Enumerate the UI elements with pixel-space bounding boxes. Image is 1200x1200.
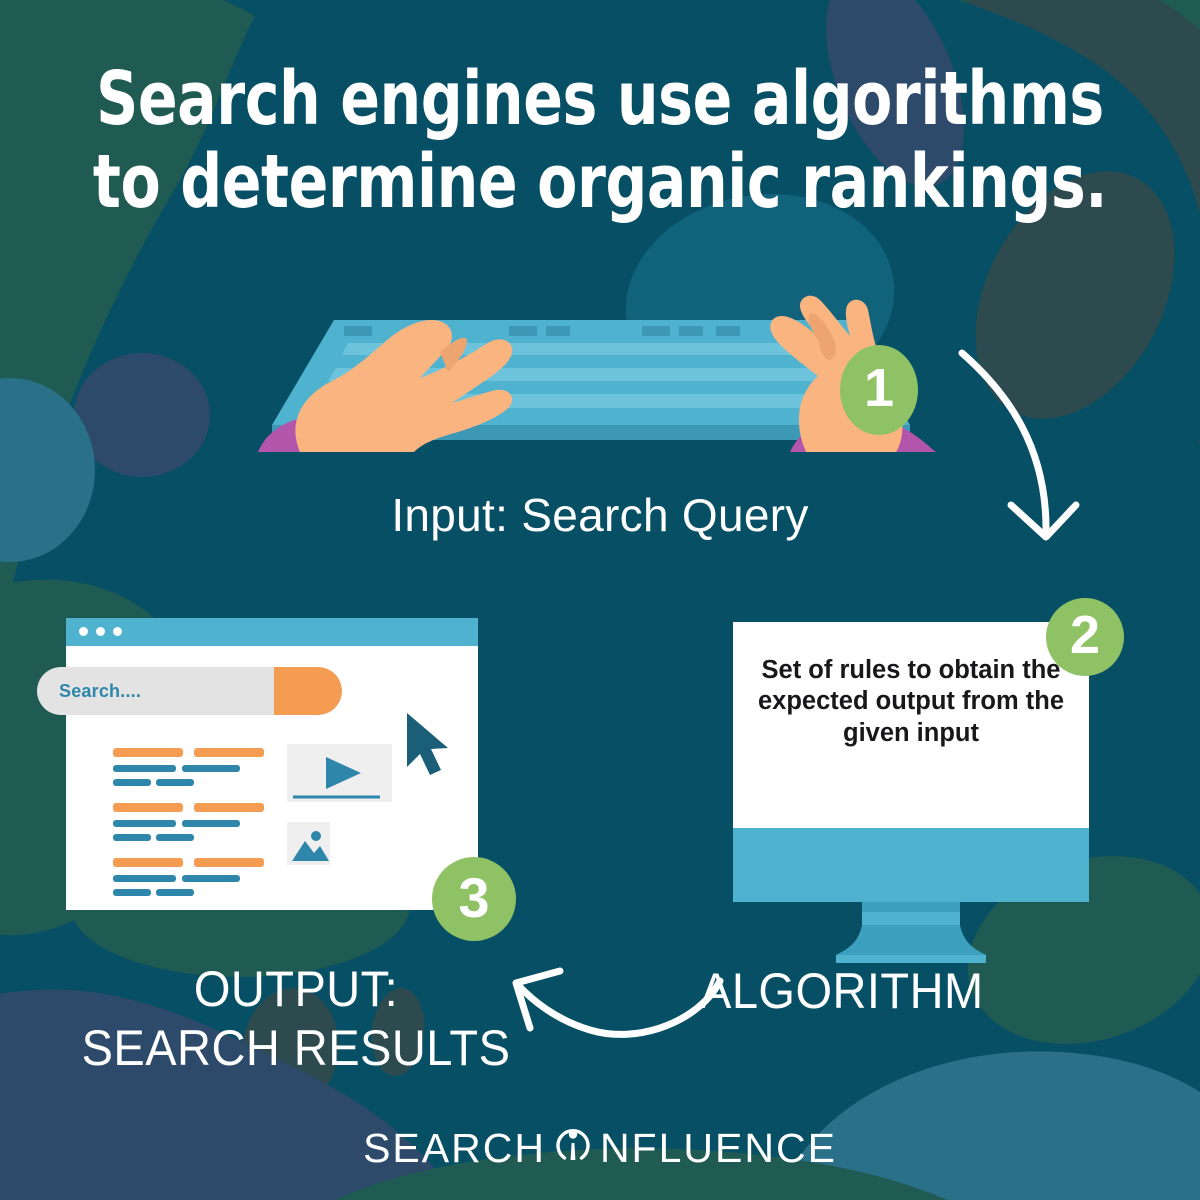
step-badge-3: 3	[432, 857, 516, 941]
search-placeholder: Search....	[59, 681, 142, 701]
arrow-head-down	[1007, 501, 1080, 541]
keyboard-key	[642, 326, 670, 336]
title-line-1: Search engines use algorithms	[96, 56, 1104, 142]
monitor-base-foot	[836, 955, 986, 963]
result-title-bar	[113, 858, 183, 867]
search-button[interactable]	[274, 667, 342, 715]
result-text-bar	[113, 820, 176, 827]
result-text-bar	[113, 889, 151, 896]
arrow-curve-left	[514, 977, 724, 1038]
step-badge-1: 1	[840, 345, 918, 435]
result-text-bar	[113, 875, 176, 882]
result-text-bar	[182, 820, 240, 827]
blob-green-bottom-strip	[335, 1148, 948, 1200]
result-title-bar	[113, 748, 183, 757]
algorithm-caption: ALGORITHM	[700, 963, 984, 1019]
search-input[interactable]: Search....	[37, 667, 342, 715]
brand-logo[interactable]: SEARCH NFLUENCE	[0, 1118, 1200, 1178]
blob-dark-output-2	[371, 988, 425, 1076]
monitor-screen-inset	[733, 622, 1089, 828]
step-badge-3-number: 3	[458, 865, 490, 929]
left-hand	[258, 319, 513, 452]
play-icon	[326, 757, 361, 789]
arrow-head-left	[512, 967, 564, 1032]
input-caption: Input: Search Query	[391, 489, 809, 541]
right-index-finger	[808, 313, 837, 360]
monitor-neck-shade	[862, 902, 960, 912]
result-text-bar	[113, 765, 176, 772]
blob-dark-right-upper	[975, 171, 1175, 419]
left-index-finger	[440, 337, 467, 372]
output-caption-line-2: SEARCH RESULTS	[81, 1020, 511, 1076]
page-title: Search engines use algorithms to determi…	[72, 58, 1128, 224]
result-text-bar	[113, 834, 151, 841]
blob-teal-bottom-right	[780, 1051, 1200, 1200]
image-icon	[292, 841, 329, 861]
blob-navy-top-right	[826, 0, 964, 187]
arrow-curve-down	[958, 349, 1050, 536]
influence-i-icon	[556, 1128, 590, 1160]
keyboard-row-1	[342, 343, 846, 355]
window-dot-icon[interactable]	[96, 627, 105, 636]
result-text-bar	[156, 834, 194, 841]
title-line-2: to determine organic rankings.	[92, 138, 1108, 225]
image-icon-sun	[311, 831, 321, 841]
magnifier-icon[interactable]	[372, 667, 420, 715]
window-dot-icon[interactable]	[113, 627, 122, 636]
keyboard-key	[546, 326, 570, 336]
blob-navy-upper-left	[74, 353, 210, 477]
step-badge-2-number: 2	[1069, 605, 1101, 665]
result-title-bar	[194, 803, 264, 812]
result-title-bar	[194, 858, 264, 867]
step-badge-1-number: 1	[863, 358, 895, 418]
step-badge-2: 2	[1046, 598, 1124, 676]
monitor-base	[836, 925, 986, 955]
left-hand-shape	[295, 319, 513, 452]
browser-titlebar	[66, 618, 478, 646]
window-dot-icon[interactable]	[79, 627, 88, 636]
keyboard-key	[344, 326, 372, 336]
keyboard-key	[509, 326, 537, 336]
logo-word-influence: NFLUENCE	[599, 1124, 837, 1171]
result-text-bar	[156, 889, 194, 896]
blob-teal-left-edge	[0, 378, 95, 562]
keyboard-key	[679, 326, 703, 336]
result-title-bar	[113, 803, 183, 812]
result-text-bar	[156, 779, 194, 786]
result-text-bar	[182, 875, 240, 882]
mouse-pointer-icon	[407, 713, 448, 775]
keyboard-key	[716, 326, 740, 336]
result-text-bar	[113, 779, 151, 786]
output-caption: OUTPUT: SEARCH RESULTS	[52, 960, 541, 1078]
blob-green-bottom-right	[967, 856, 1200, 1044]
result-title-bar	[194, 748, 264, 757]
result-text-bar	[182, 765, 240, 772]
logo-word-search: SEARCH	[363, 1124, 546, 1171]
output-caption-line-1: OUTPUT:	[193, 961, 399, 1017]
monitor-screen-text: Set of rules to obtain the expected outp…	[757, 656, 1064, 747]
blob-navy-bottom-left	[0, 989, 456, 1200]
